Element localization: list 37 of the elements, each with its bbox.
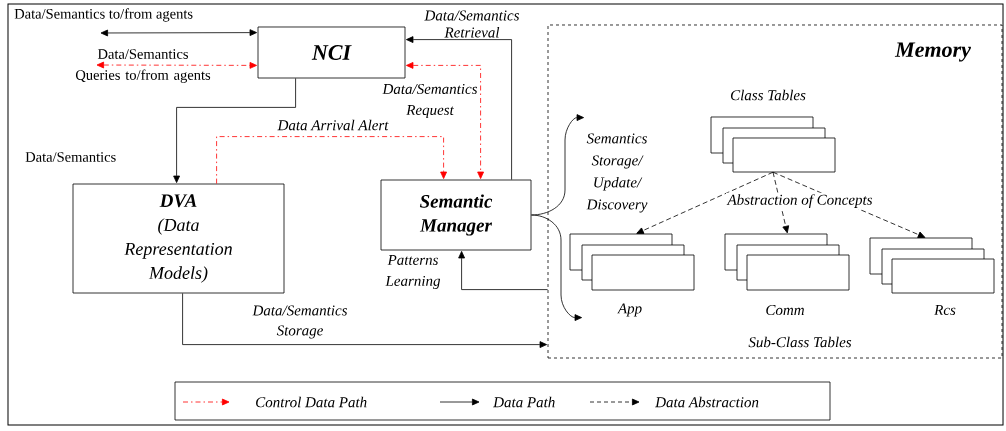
edge-label: Data/Semantics Storage <box>252 305 348 339</box>
arrow <box>100 29 257 37</box>
edge-label: Abstraction of Concepts <box>726 192 874 210</box>
section-label: Sub-Class Tables <box>748 336 852 348</box>
arrow <box>458 251 548 290</box>
process-box: NCI <box>257 26 406 79</box>
edge-label: Patterns Learning <box>385 255 441 289</box>
table-caption: Rcs <box>934 305 956 315</box>
table-caption: Comm <box>766 304 804 316</box>
process-box: Semantic Manager <box>380 179 532 251</box>
edge-label: Data Arrival Alert <box>277 119 389 131</box>
arrow <box>182 293 547 348</box>
table-caption: App <box>617 303 642 317</box>
arrow <box>772 171 790 234</box>
arrow <box>531 214 582 321</box>
arrow <box>531 114 584 216</box>
table-stack <box>724 233 850 291</box>
edge-label: Data/Semantics Queries to/from agents <box>75 49 211 83</box>
edge-label: Data/Semantics Retrieval <box>424 10 520 38</box>
edge-label: Data/Semantics to/from agents <box>14 8 193 22</box>
table-caption: Class Tables <box>731 89 806 101</box>
process-box: DVA (Data Representation Models) <box>72 183 285 294</box>
arrow <box>636 171 774 234</box>
arrow <box>406 36 512 180</box>
edge-label: Data/Semantics Request <box>382 83 478 119</box>
table-stack <box>569 233 695 291</box>
legend-text: Data Abstraction <box>655 396 759 408</box>
arrow <box>216 136 447 184</box>
legend-text: Data Path <box>493 396 555 408</box>
arrow <box>173 78 296 183</box>
legend-text: Control Data Path <box>256 396 367 408</box>
table-stack <box>869 237 995 294</box>
edge-label: Semantics Storage/ Update/ Discovery <box>586 133 648 213</box>
edge-label: Data/Semantics <box>25 152 116 162</box>
arrow <box>96 61 257 69</box>
arrow <box>406 62 484 179</box>
table-stack <box>710 116 836 173</box>
